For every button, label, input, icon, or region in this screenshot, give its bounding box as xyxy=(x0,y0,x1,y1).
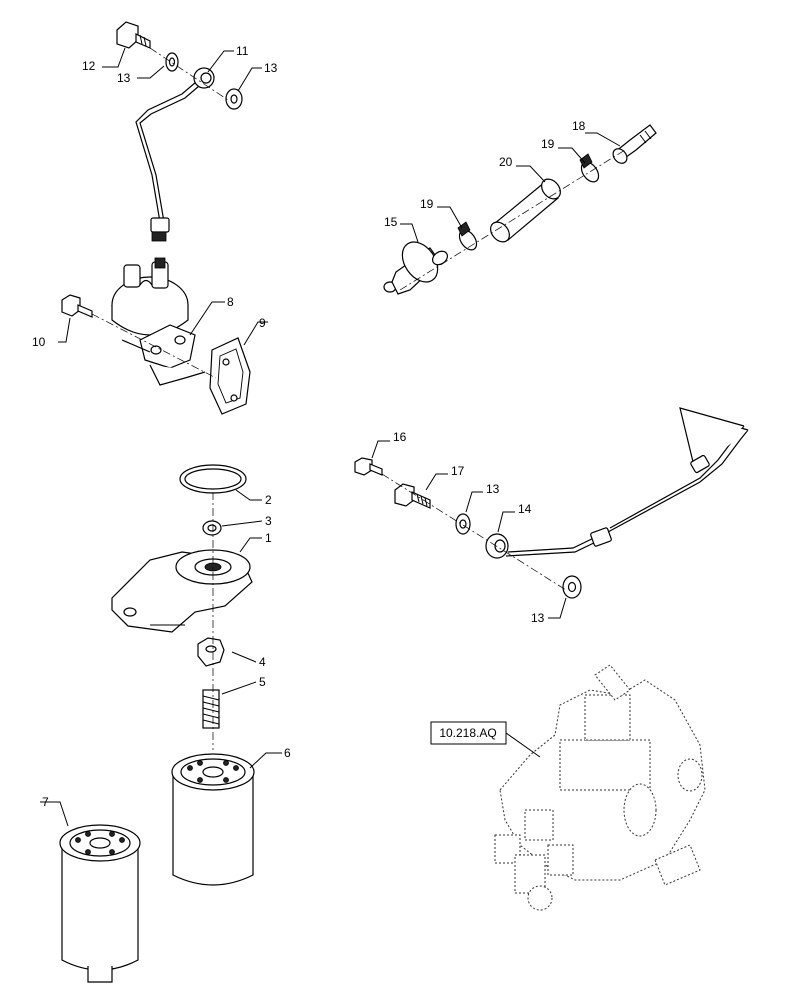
callout-3: 3 xyxy=(265,514,272,528)
washer-upper-left[interactable] xyxy=(165,52,179,72)
callout-5: 5 xyxy=(259,675,266,689)
banjo-fitting[interactable] xyxy=(193,67,215,89)
inline-fuel-filter[interactable] xyxy=(383,235,450,295)
bolt-small[interactable] xyxy=(354,457,383,476)
filter-head[interactable] xyxy=(111,549,253,633)
callout-15: 15 xyxy=(384,215,398,229)
axis-line xyxy=(399,149,626,291)
seal-small[interactable] xyxy=(202,520,222,536)
callout-10: 10 xyxy=(32,335,46,349)
pump-screw[interactable] xyxy=(61,294,93,318)
callout-13: 13 xyxy=(486,482,500,496)
callout-16: 16 xyxy=(393,430,407,444)
callout-1: 1 xyxy=(265,531,272,545)
injection-pump-reference[interactable] xyxy=(494,664,706,911)
callout-19: 19 xyxy=(420,197,434,211)
axis-line xyxy=(381,473,567,591)
fuel-lift-pump[interactable] xyxy=(111,257,206,386)
banjo-bolt[interactable] xyxy=(116,21,151,49)
callout-2: 2 xyxy=(265,493,272,507)
callout-13: 13 xyxy=(531,611,545,625)
washer-lower-mid[interactable] xyxy=(455,513,471,535)
callout-7: 7 xyxy=(42,795,49,809)
callout-4: 4 xyxy=(259,655,266,669)
callout-17: 17 xyxy=(451,464,465,478)
callout-labels: 12 13 11 13 10 8 9 2 3 1 4 5 6 7 18 19 2… xyxy=(32,44,586,809)
banjo-bolt-lower[interactable] xyxy=(394,483,431,509)
reference-callout[interactable]: 10.218.AQ xyxy=(430,721,541,758)
fuel-line-upper[interactable] xyxy=(135,81,200,242)
callout-19: 19 xyxy=(541,137,555,151)
leader-lines xyxy=(40,47,621,827)
reference-label: 10.218.AQ xyxy=(439,726,496,740)
water-separator-filter[interactable] xyxy=(59,824,141,983)
callout-13: 13 xyxy=(117,71,131,85)
callout-14: 14 xyxy=(518,502,532,516)
axis-line xyxy=(91,313,217,379)
hose-fitting[interactable] xyxy=(610,124,657,166)
washer-lower-bottom[interactable] xyxy=(562,575,582,599)
callout-11: 11 xyxy=(236,44,249,58)
fuel-filter-canister[interactable] xyxy=(171,753,255,886)
pump-gasket[interactable] xyxy=(209,337,251,415)
hex-nut[interactable] xyxy=(197,637,225,667)
callout-6: 6 xyxy=(284,746,291,760)
callout-8: 8 xyxy=(227,295,234,309)
callout-9: 9 xyxy=(259,316,266,330)
callout-13: 13 xyxy=(264,61,278,75)
callout-20: 20 xyxy=(499,155,513,169)
washer-upper-right[interactable] xyxy=(225,88,243,110)
hose-clamp-right[interactable] xyxy=(578,153,602,185)
fuel-hose[interactable] xyxy=(487,175,564,245)
callout-12: 12 xyxy=(82,59,96,73)
injection-line[interactable] xyxy=(485,407,749,559)
callout-18: 18 xyxy=(572,119,586,133)
o-ring-large[interactable] xyxy=(179,464,247,494)
hose-clamp-left[interactable] xyxy=(456,221,480,253)
filter-adapter-stud[interactable] xyxy=(202,689,220,729)
